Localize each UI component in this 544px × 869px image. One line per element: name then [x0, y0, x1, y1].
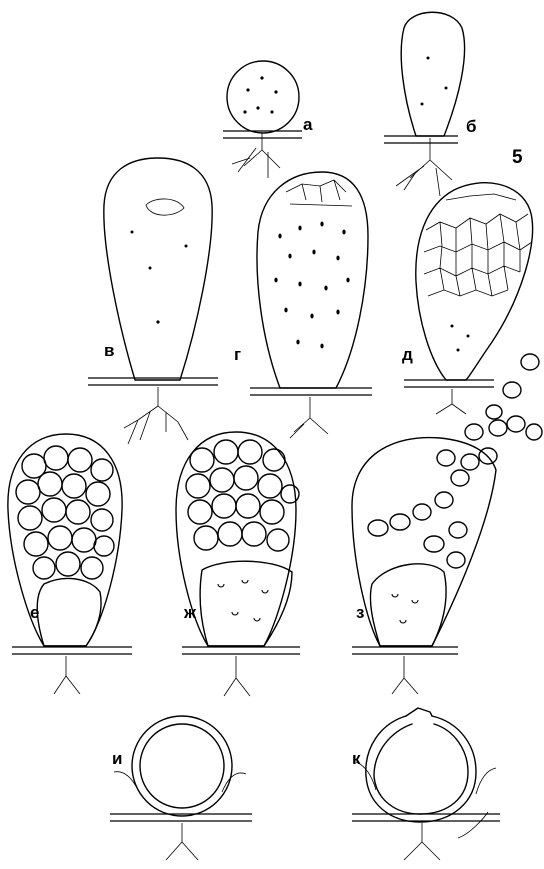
panel-b	[384, 12, 465, 196]
panel-zh	[176, 432, 300, 696]
panel-k	[352, 708, 500, 860]
panel-e	[8, 434, 132, 694]
panel-label-b: б	[466, 118, 477, 135]
panel-a	[223, 61, 302, 178]
panel-label-k: к	[352, 750, 361, 767]
panel-g	[250, 172, 372, 438]
panel-z	[352, 354, 542, 694]
panel-label-e: е	[30, 604, 39, 621]
panel-label-d: д	[402, 346, 413, 363]
panel-i	[110, 716, 252, 860]
panel-label-i: и	[112, 750, 122, 767]
panel-label-zh: ж	[184, 604, 196, 621]
panel-v	[88, 158, 218, 444]
panel-label-v: в	[104, 342, 114, 359]
panel-label-g: г	[234, 346, 241, 363]
panel-label-a: а	[303, 116, 312, 133]
figure-number: 5	[512, 148, 523, 167]
panel-d	[404, 183, 533, 414]
panel-label-z: з	[356, 604, 364, 621]
